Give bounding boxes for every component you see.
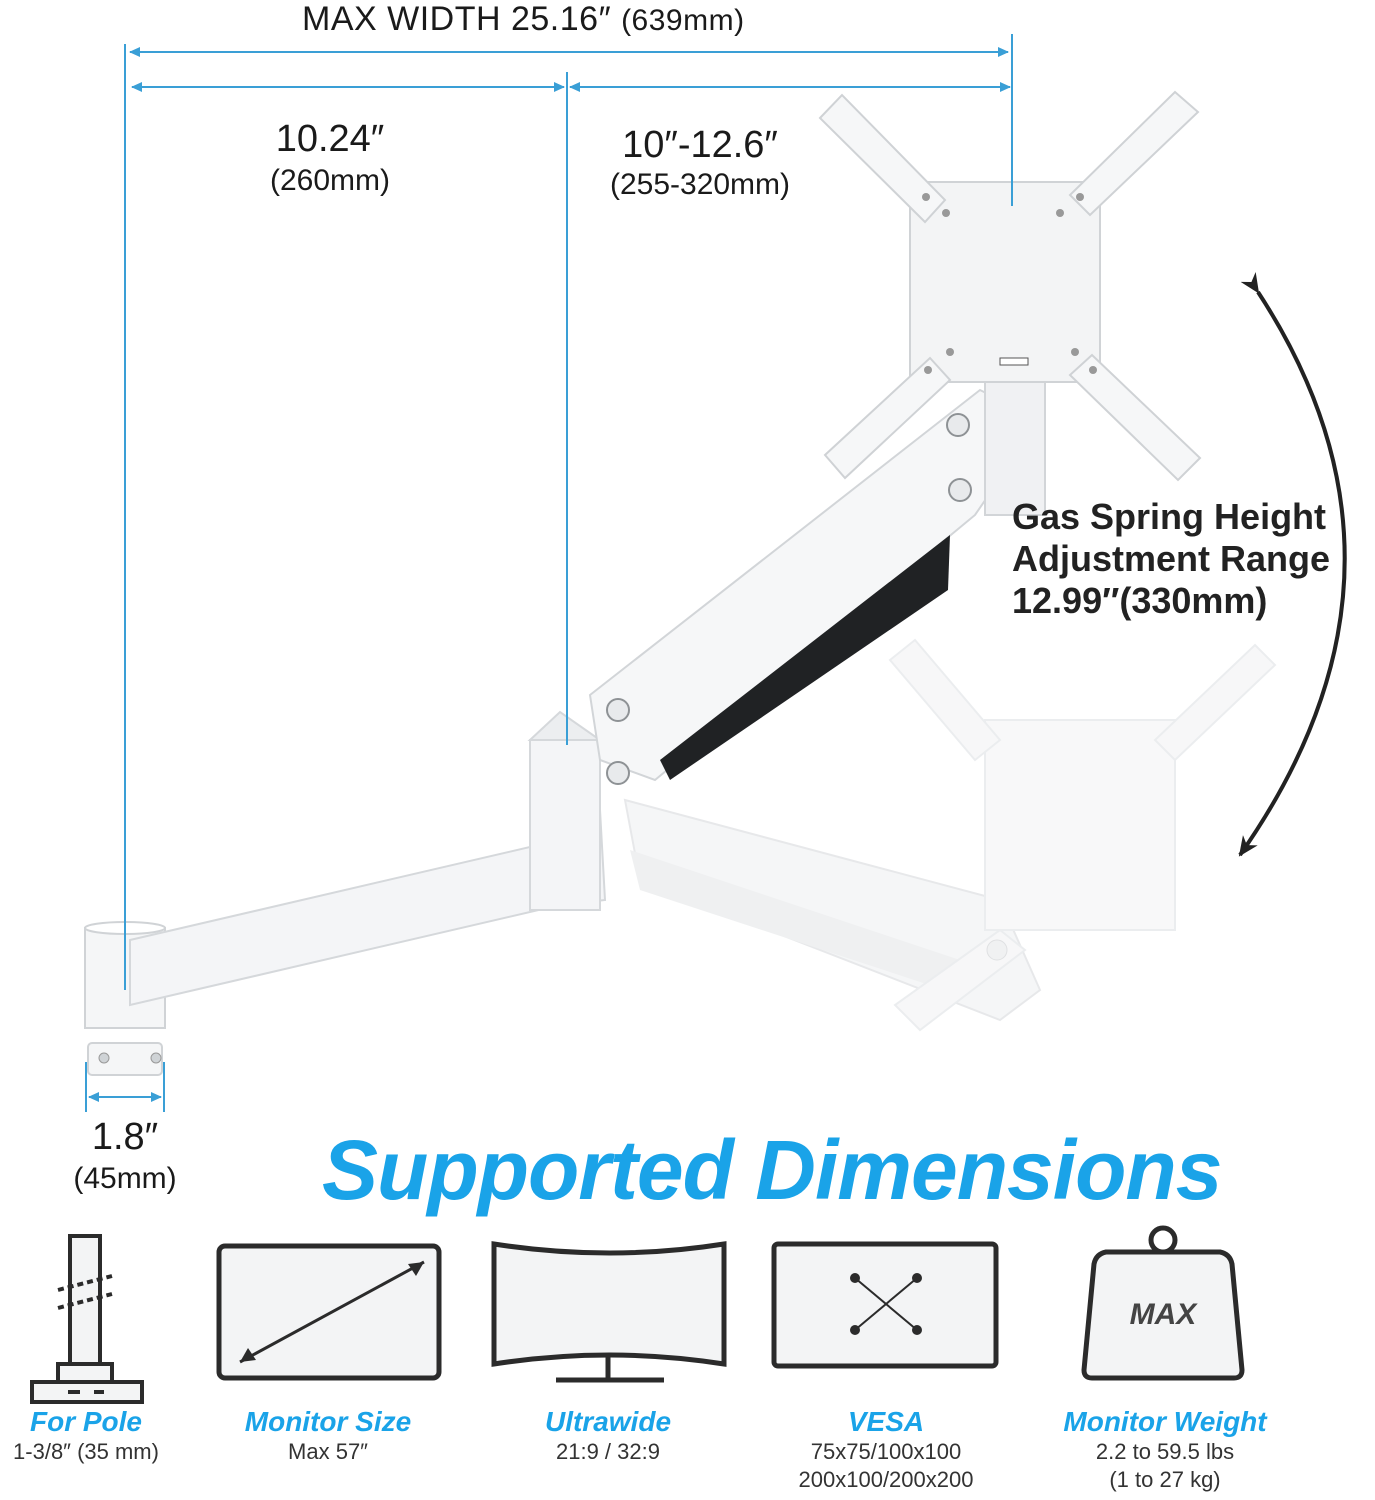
feature-title: Monitor Weight bbox=[1063, 1406, 1267, 1437]
feature-detail: 75x75/100x100 bbox=[810, 1439, 962, 1464]
max-width-mm: (639mm) bbox=[621, 4, 745, 37]
pole-diameter-value: 1.8″ bbox=[91, 1116, 159, 1158]
lower-arm bbox=[129, 710, 607, 1007]
feature-monitor-size: Monitor Size Max 57″ bbox=[210, 1406, 446, 1466]
feature-title: For Pole bbox=[29, 1406, 142, 1437]
feature-title: Monitor Size bbox=[244, 1406, 412, 1437]
dimension-lines bbox=[85, 34, 1013, 1112]
height-range-arrow-icon bbox=[1238, 272, 1347, 857]
pole-diameter-mm: (45mm) bbox=[73, 1162, 177, 1195]
max-width-label: MAX WIDTH 25.16″ (639mm) bbox=[302, 0, 745, 39]
weight-icon-label: MAX bbox=[1129, 1298, 1197, 1331]
vesa-plate bbox=[818, 90, 1202, 482]
feature-detail: 21:9 / 32:9 bbox=[556, 1439, 660, 1464]
max-width-value: MAX WIDTH 25.16″ bbox=[302, 0, 612, 38]
arm1-length-value: 10.24″ bbox=[275, 118, 385, 160]
feature-detail: 200x100/200x200 bbox=[798, 1467, 974, 1492]
gas-spring-range: 12.99″(330mm) bbox=[1012, 580, 1268, 621]
feature-title: VESA bbox=[847, 1406, 925, 1437]
feature-detail: (1 to 27 kg) bbox=[1109, 1467, 1221, 1492]
feature-monitor-weight: Monitor Weight 2.2 to 59.5 lbs (1 to 27 … bbox=[1040, 1406, 1290, 1494]
arm2-length-mm: (255-320mm) bbox=[609, 168, 791, 201]
feature-ultrawide: Ultrawide 21:9 / 32:9 bbox=[490, 1406, 726, 1466]
gas-spring-line2: Adjustment Range bbox=[1012, 538, 1331, 579]
gas-spring-line1: Gas Spring Height bbox=[1012, 496, 1327, 537]
upper-arm bbox=[588, 374, 1046, 785]
feature-detail: 1-3/8″ (35 mm) bbox=[13, 1439, 159, 1464]
lowered-arm-ghost bbox=[623, 638, 1277, 1032]
feature-title: Ultrawide bbox=[544, 1406, 672, 1437]
section-title: Supported Dimensions bbox=[322, 1123, 1222, 1217]
arm2-length-value: 10″-12.6″ bbox=[622, 124, 778, 166]
feature-detail: Max 57″ bbox=[288, 1439, 368, 1464]
feature-vesa: VESA 75x75/100x100 200x100/200x200 bbox=[766, 1406, 1006, 1494]
gas-spring-label: Gas Spring Height Adjustment Range 12.99… bbox=[1012, 496, 1330, 622]
arm1-length-mm: (260mm) bbox=[269, 164, 390, 197]
feature-pole: For Pole 1-3/8″ (35 mm) bbox=[0, 1406, 172, 1466]
feature-detail: 2.2 to 59.5 lbs bbox=[1095, 1439, 1235, 1464]
